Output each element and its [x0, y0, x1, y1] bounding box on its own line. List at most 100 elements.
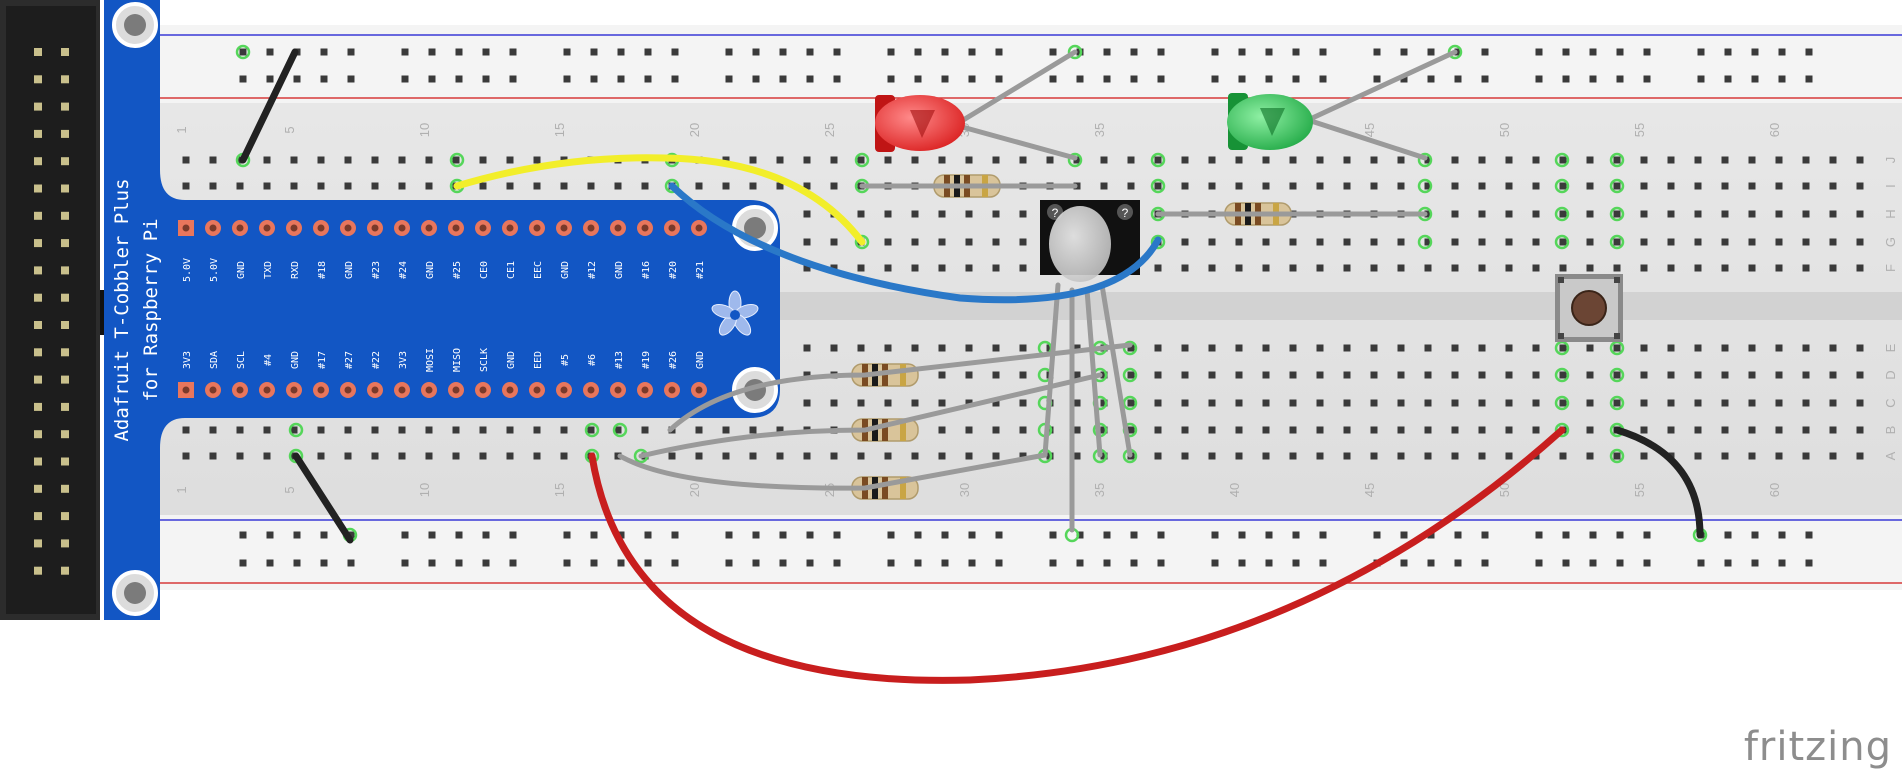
pin-label: GND	[695, 351, 706, 369]
rail-hole	[1805, 559, 1813, 567]
hole	[911, 210, 919, 218]
hole	[587, 182, 595, 190]
rail-hole	[887, 531, 895, 539]
hole	[1829, 156, 1837, 164]
black-wire-bottom	[292, 452, 354, 544]
rail-hole	[1265, 531, 1273, 539]
rail-hole	[941, 75, 949, 83]
rail-hole	[1454, 75, 1462, 83]
rail-hole	[1049, 531, 1057, 539]
pin-label: 5.0V	[209, 258, 220, 282]
hole	[1505, 182, 1513, 190]
hole	[1802, 264, 1810, 272]
hole	[506, 156, 514, 164]
hole	[1451, 426, 1459, 434]
hole	[1208, 182, 1216, 190]
hole	[1127, 371, 1135, 379]
connected-hole-marker	[1554, 234, 1570, 250]
hole	[938, 210, 946, 218]
header-pin	[34, 321, 42, 329]
pin-label: #16	[641, 261, 652, 279]
rail-hole	[455, 559, 463, 567]
hole	[1424, 399, 1432, 407]
hole	[1262, 371, 1270, 379]
rail-hole	[644, 48, 652, 56]
hole	[1424, 238, 1432, 246]
hole	[1208, 399, 1216, 407]
header-pin	[34, 484, 42, 493]
hole	[992, 452, 1000, 460]
pin-label: SDA	[209, 351, 220, 369]
rail-hole	[1751, 75, 1759, 83]
rail-hole	[347, 75, 355, 83]
connected-hole-marker	[1150, 234, 1166, 250]
hole	[1856, 210, 1864, 218]
hole	[1316, 182, 1324, 190]
pin-label: GND	[290, 351, 301, 369]
rail-hole	[779, 531, 787, 539]
rail-hole	[1454, 531, 1462, 539]
header-pin	[34, 293, 42, 302]
hole	[1478, 452, 1486, 460]
black-wire-top	[239, 48, 299, 164]
header-pin	[61, 129, 69, 138]
rail-hole	[995, 48, 1003, 56]
hole	[1802, 344, 1810, 352]
hole	[1667, 238, 1675, 246]
rail-hole	[1481, 531, 1489, 539]
hole	[398, 426, 406, 434]
red-led	[875, 95, 965, 152]
rail-hole	[1697, 48, 1705, 56]
hole	[1478, 371, 1486, 379]
hole	[1775, 344, 1783, 352]
rail-hole	[1427, 75, 1435, 83]
column-number: 5	[282, 486, 297, 493]
hole	[722, 156, 730, 164]
hole	[1208, 264, 1216, 272]
component-leads	[617, 49, 1458, 533]
hole	[1613, 344, 1621, 352]
hole	[992, 426, 1000, 434]
rail-hole	[1238, 559, 1246, 567]
hole	[209, 452, 217, 460]
rail-hole	[482, 559, 490, 567]
hole	[668, 452, 676, 460]
hole	[803, 399, 811, 407]
rail-hole	[752, 531, 760, 539]
rail-hole	[1427, 559, 1435, 567]
header-pin	[34, 566, 42, 575]
hole	[1451, 371, 1459, 379]
hole	[1721, 156, 1729, 164]
hole	[1721, 371, 1729, 379]
connected-hole-marker	[1554, 152, 1570, 168]
rail-hole	[239, 48, 247, 56]
rail-hole	[1103, 75, 1111, 83]
rail-hole	[833, 75, 841, 83]
hole	[1748, 210, 1756, 218]
rail-hole	[1238, 531, 1246, 539]
rail-hole	[455, 75, 463, 83]
hole	[1505, 264, 1513, 272]
header-pin	[61, 566, 69, 575]
hole	[1694, 210, 1702, 218]
hole	[1262, 182, 1270, 190]
header-pin	[61, 512, 69, 521]
rail-hole	[1076, 75, 1084, 83]
hole	[479, 452, 487, 460]
hole	[1613, 452, 1621, 460]
connected-hole-marker	[1417, 178, 1433, 194]
hole	[776, 452, 784, 460]
connected-hole-marker	[235, 44, 251, 60]
hole	[938, 371, 946, 379]
rail-hole	[779, 75, 787, 83]
pin-label: #20	[668, 261, 679, 279]
header-pin	[61, 402, 69, 411]
pin-label: EEC	[533, 261, 544, 279]
hole	[1775, 182, 1783, 190]
rail-hole	[1454, 48, 1462, 56]
hole	[1694, 371, 1702, 379]
header-pin	[34, 430, 42, 439]
hole	[1181, 452, 1189, 460]
rail-hole	[1292, 531, 1300, 539]
